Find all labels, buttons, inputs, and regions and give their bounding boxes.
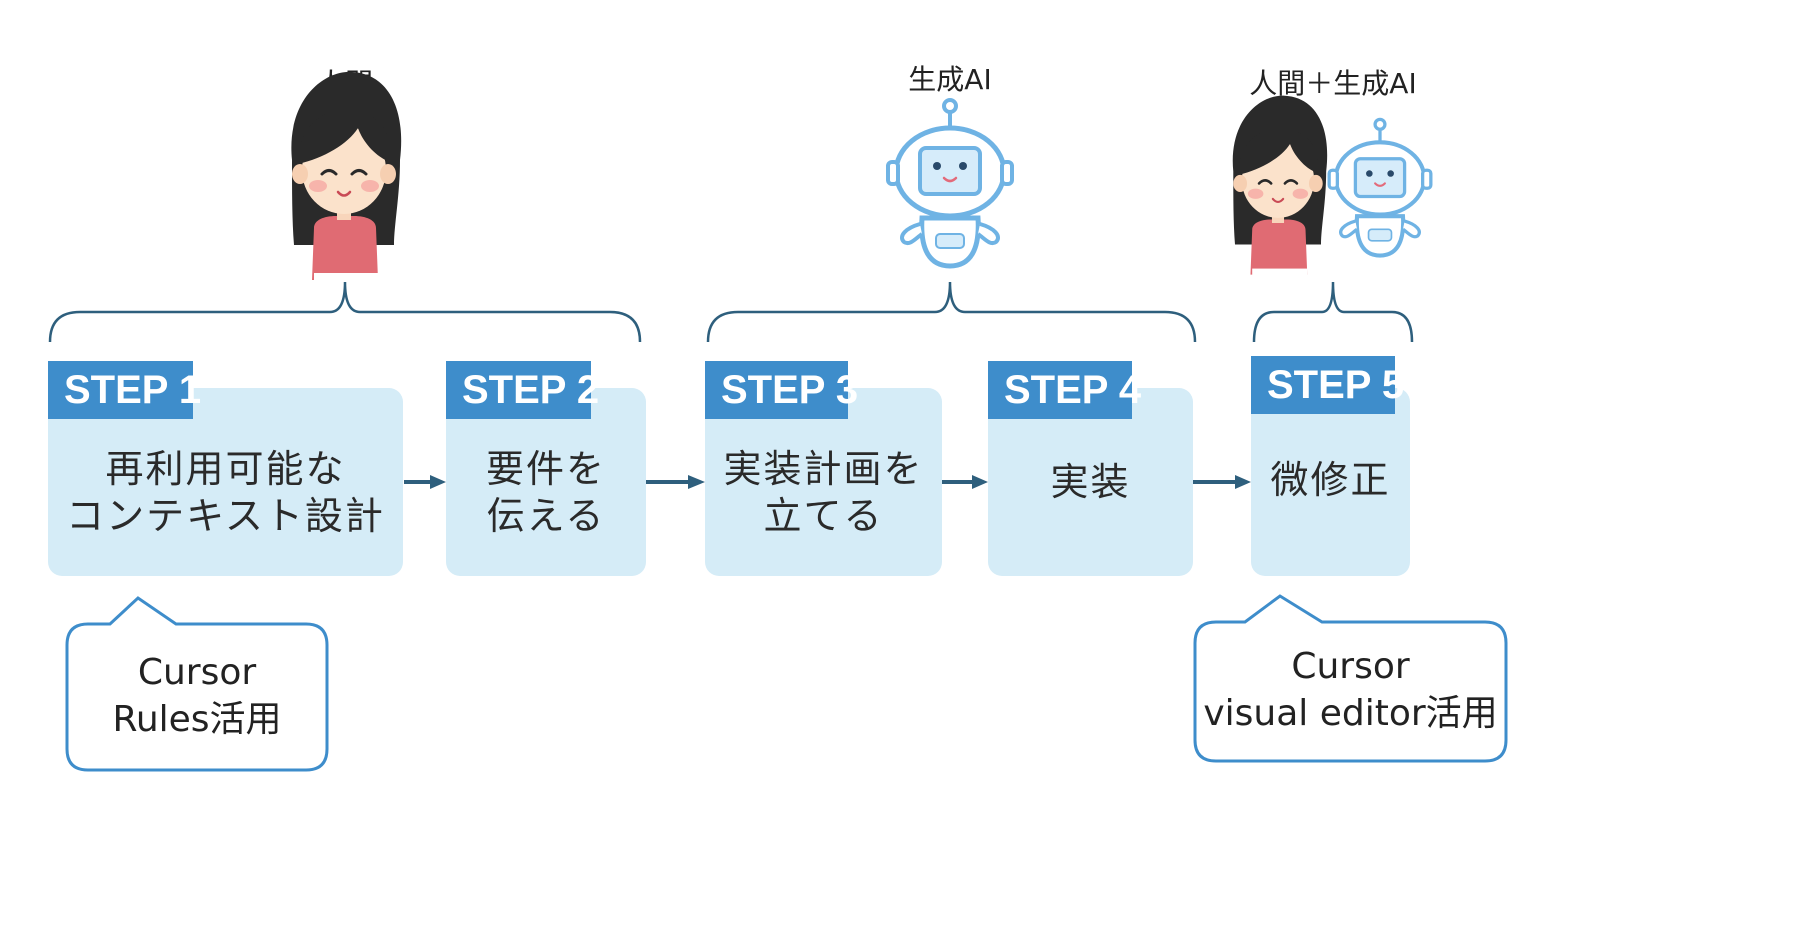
step-2-text-line-2: 伝える (486, 494, 606, 538)
step-5-tab: STEP 5 (1251, 356, 1404, 414)
step-4-text-line-1: 実装 (1050, 460, 1131, 505)
step-5-box (1251, 388, 1410, 576)
callout-2-line-1: Cursor (1291, 646, 1410, 688)
bracket-icon (48, 281, 1414, 343)
arrow-right-icon (404, 475, 1251, 489)
step-4-tab: STEP 4 (988, 361, 1141, 419)
robot-icon-small (1329, 119, 1431, 255)
callout-bubble-2 (1193, 594, 1508, 763)
step-4-text: 実装 (988, 418, 1193, 548)
callout-1-line-2: Rules活用 (112, 699, 282, 740)
robot-icon (888, 100, 1012, 266)
step-3-box (705, 388, 942, 576)
human-icon-small (1231, 94, 1329, 277)
step-3-text-line-2: 立てる (763, 494, 884, 538)
step-3-text: 実装計画を 立てる (705, 418, 942, 568)
step-4-box (988, 388, 1193, 576)
step-3-tab: STEP 3 (705, 361, 858, 419)
step-1-text-line-1: 再利用可能な (105, 446, 346, 491)
step-3-text-line-1: 実装計画を (723, 446, 924, 491)
callout-1-line-1: Cursor (137, 652, 257, 694)
actor-label-human-ai: 人間＋生成AI (1249, 67, 1417, 100)
step-2-text: 要件を 伝える (446, 418, 646, 568)
step-2-tab: STEP 2 (446, 361, 599, 419)
callout-2-line-2: visual editor活用 (1203, 693, 1498, 734)
step-1-box (48, 388, 403, 576)
step-1-text: 再利用可能な コンテキスト設計 (48, 418, 403, 568)
step-2-text-line-1: 要件を (485, 446, 606, 491)
step-1-tab: STEP 1 (48, 361, 201, 419)
actor-label-ai: 生成AI (908, 63, 992, 96)
callout-bubble-1 (65, 596, 329, 772)
step-2-box (446, 388, 646, 576)
step-5-text-line-1: 微修正 (1270, 458, 1391, 503)
callout-1-text: Cursor Rules活用 (67, 630, 327, 764)
callout-2-text: Cursor visual editor活用 (1195, 626, 1506, 756)
human-icon (289, 70, 403, 283)
step-5-text: 微修正 (1251, 418, 1410, 544)
step-1-text-line-2: コンテキスト設計 (66, 494, 385, 538)
